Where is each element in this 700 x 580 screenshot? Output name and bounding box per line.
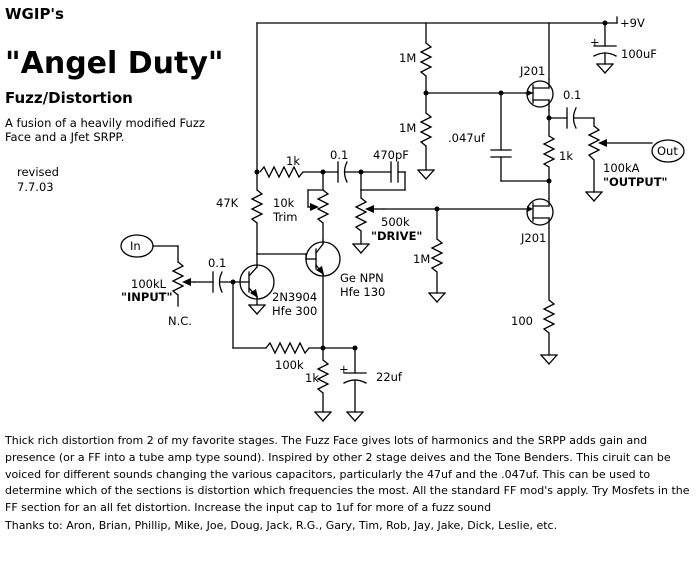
revised-label: revised [17,165,59,179]
r-top-1m [419,42,433,77]
transistor-q2 [305,239,341,277]
r-feedback-100k [265,341,310,355]
blurb-line-1: A fusion of a heavily modified Fuzz [5,116,205,130]
r-fb-label: 100k [275,358,304,372]
r-gate-label: 1M [413,252,430,266]
revised-date: 7.7.03 [17,180,54,194]
q2-type-label: Ge NPN [340,271,384,285]
q2-hfe-label: Hfe 130 [340,285,385,299]
r-emit-label: 1k [305,371,319,385]
jfet-top-label: J201 [519,64,545,78]
circuit-subtitle: Fuzz/Distortion [5,89,133,107]
c-supply-label: 100uF [621,47,657,61]
jfet-bottom [526,198,554,229]
r-47k-label: 47K [216,196,239,210]
r-source-100 [542,299,556,334]
c-out-label: 0.1 [563,88,581,102]
blurb-line-2: Face and a Jfet SRPP. [5,130,124,144]
r-1k-top-label: 1k [286,154,300,168]
pot-output [587,125,601,161]
jfet-top [525,78,554,111]
description: Thick rich distortion from 2 of my favor… [5,433,695,535]
pot-out-label: 100kA [603,161,640,175]
pot-drive-name: "DRIVE" [371,229,422,243]
r-emitter-1k [316,359,330,394]
trim-val-label: 10k [273,196,295,210]
r-gate-1m [430,238,444,273]
c-047uf [490,92,550,182]
c-emit-label: 22uf [376,370,403,384]
thanks-line: Thanks to: Aron, Brian, Phillip, Mike, J… [5,518,558,532]
r-top-label: 1M [399,51,416,65]
r-1k-collector [259,165,304,179]
pot-drive-label: 500k [381,215,410,229]
r-bias-label: 1M [399,121,416,135]
q1-hfe-label: Hfe 300 [272,304,317,318]
svg-text:+: + [590,35,600,49]
trim-10k [316,189,330,224]
author-label: WGIP's [5,5,64,23]
c-22uf: + [339,347,367,413]
c-470-label: 470pF [373,148,409,162]
transistor-q1 [239,253,275,306]
c-in-label: 0.1 [208,256,226,270]
r-source-label: 100 [511,314,533,328]
r-bias-1m [419,112,433,147]
r-47k [250,189,264,224]
output-jack [651,139,685,163]
c-047-label: .047uf [448,131,486,145]
nc-label: N.C. [168,314,192,328]
in-jack-label: In [130,239,141,253]
pot-in-label: 100kL [131,277,167,291]
pot-drive [354,197,368,232]
supply-capacitor: + [590,22,617,74]
pot-in-name: "INPUT" [121,290,173,304]
svg-text:+: + [339,362,349,376]
out-jack-label: Out [657,144,678,158]
trim-name-label: Trim [272,210,297,224]
c-470pf [390,161,399,183]
circuit-title: "Angel Duty" [5,46,224,81]
description-body: Thick rich distortion from 2 of my favor… [5,434,690,515]
r-srpp-label: 1k [559,149,573,163]
r-srpp-1k [542,135,556,168]
pot-out-name: "OUTPUT" [603,175,668,189]
c-mid-label: 0.1 [330,148,348,162]
supply-label: +9V [620,16,645,30]
pot-input [171,261,185,296]
jfet-bot-label: J201 [520,231,546,245]
q1-type-label: 2N3904 [272,290,317,304]
